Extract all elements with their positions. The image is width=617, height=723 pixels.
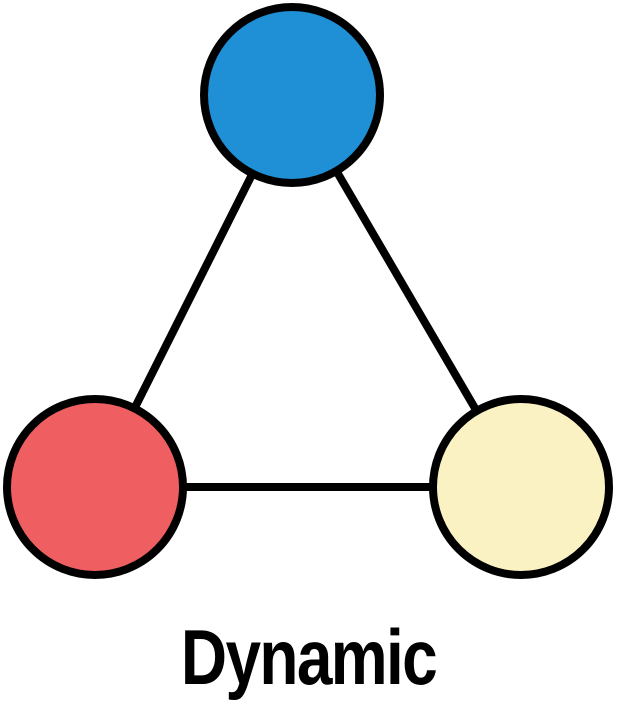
node-right-yellow bbox=[429, 395, 613, 579]
node-left-red bbox=[3, 395, 187, 579]
diagram-caption: Dynamic bbox=[180, 613, 438, 701]
nodes bbox=[3, 3, 613, 579]
node-top-blue bbox=[200, 3, 384, 187]
